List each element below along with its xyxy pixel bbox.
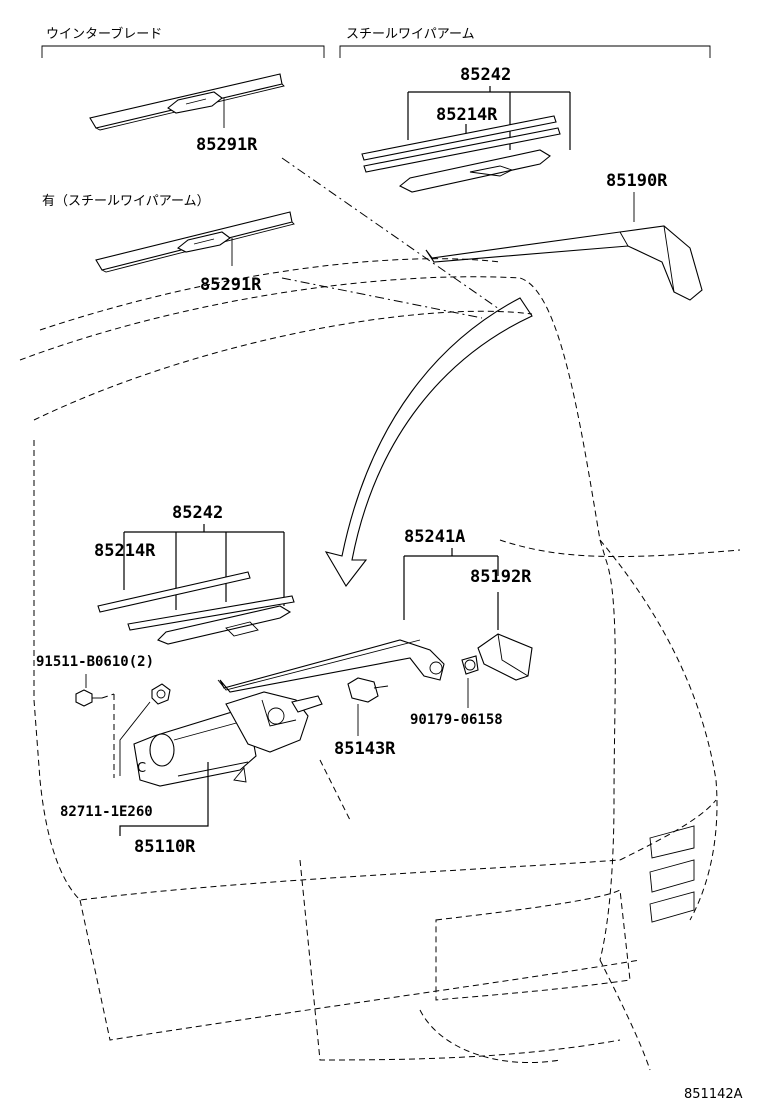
label-85190R: 85190R [606, 171, 668, 191]
label-85214R-top: 85214R [436, 105, 498, 125]
steel-blade-set-bottom: 85242 85214R [94, 503, 295, 645]
guide-line-1 [281, 157, 513, 319]
rear-wiper-arm-85241A: 85241A 85192R [217, 527, 533, 693]
note-with-steel-arm: 有（スチールワイパアーム） [42, 194, 210, 209]
label-85291R-a: 85291R [196, 135, 258, 155]
header-steel-wiper-arm-label: スチールワイパアーム [346, 27, 475, 42]
steel-blade-set-top: 85242 85214R [361, 65, 571, 193]
label-82711-1E260: 82711-1E260 [60, 804, 153, 820]
label-85242-top: 85242 [460, 65, 511, 85]
diagram-code: 851142A [684, 1087, 743, 1102]
wiper-motor-85110R: C [133, 691, 323, 787]
motor-mark-c: C [137, 761, 146, 776]
label-91511-B0610: 91511-B0610(2) [36, 654, 154, 670]
leader-85110R [119, 762, 209, 836]
label-85241A: 85241A [404, 527, 465, 547]
winter-blade-b [95, 211, 295, 273]
vehicle-outline [19, 258, 741, 1071]
label-85192R: 85192R [470, 567, 532, 587]
label-85214R-mid: 85214R [94, 541, 156, 561]
rear-lights [649, 825, 695, 923]
label-85291R-b: 85291R [200, 275, 262, 295]
bolt-91511 [75, 674, 115, 778]
header-steel-wiper-arm: スチールワイパアーム [339, 27, 711, 58]
wiper-arm-85190R: 85190R [425, 171, 703, 301]
direction-arrow [324, 297, 533, 587]
winter-blade-a [89, 73, 285, 131]
label-85143R: 85143R [334, 739, 396, 759]
label-85242-mid: 85242 [172, 503, 223, 523]
label-85110R: 85110R [134, 837, 196, 857]
washer-small [119, 683, 171, 776]
nut-90179 [461, 655, 479, 708]
header-winter-blade: ウインターブレード [41, 26, 325, 58]
guide-line-2 [281, 277, 483, 319]
label-90179-06158: 90179-06158 [410, 712, 503, 728]
grommet-85143R [347, 677, 389, 736]
header-winter-blade-label: ウインターブレード [46, 26, 162, 42]
